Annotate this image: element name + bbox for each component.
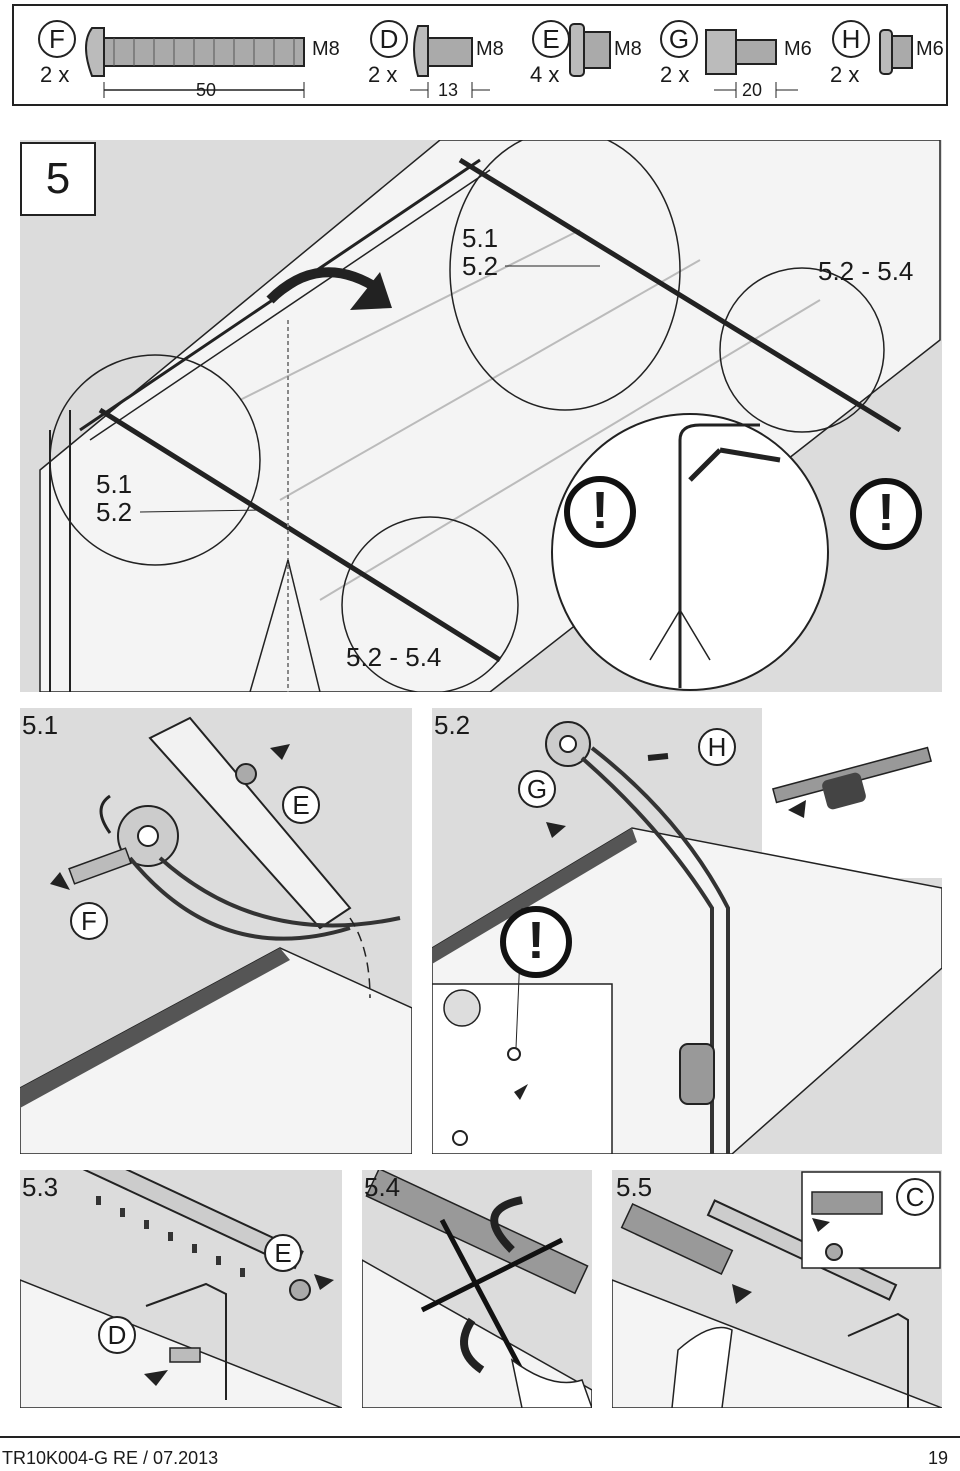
panel-5-3-badge-e: E [264,1234,302,1272]
hardware-length-f: 50 [196,80,217,100]
panel-5-3: 5.3 E D [20,1170,342,1408]
panel-5-4: 5.4 [362,1170,592,1408]
panel-5-5-title: 5.5 [616,1172,653,1202]
hardware-letter-d: D [370,20,408,58]
hardware-qty-e: 4 x [530,62,560,87]
callout-right-label: 5.2 - 5.4 [818,256,914,286]
hardware-qty-g: 2 x [660,62,690,87]
hardware-length-d: 13 [438,80,459,100]
hardware-qty-f: 2 x [40,62,70,87]
hardware-thread-e: M8 [614,38,642,60]
panel-5-1-badge-f: F [70,902,108,940]
hardware-qty-h: 2 x [830,62,860,87]
hardware-thread-g: M6 [784,38,812,60]
step-number: 5 [20,142,96,216]
hardware-strip: F 2 x M8 50 D 2 x M8 13 E 4 x M8 G 2 x M… [12,4,948,106]
callout-left-label: 5.1 5.2 [96,469,133,527]
hardware-thread-f: M8 [312,38,340,60]
warning-icon-right: ! [850,478,922,550]
panel-5-5-badge-c: C [896,1178,934,1216]
panel-5-1-title: 5.1 [22,710,59,740]
overview-panel: 5 5.1 5.2 5.1 5.2 5.2 - 5.4 5.2 - 5.4 ! … [20,140,942,692]
panel-5-5: 5.5 C [612,1170,942,1408]
hardware-qty-d: 2 x [368,62,398,87]
callout-bottom-label: 5.2 - 5.4 [346,642,442,672]
callout-top-label: 5.1 5.2 [462,223,499,281]
panel-5-1: 5.1 E F [20,708,412,1154]
step-number-text: 5 [45,154,71,203]
warning-icon-left: ! [564,476,636,548]
panel-5-2-badge-g: G [518,770,556,808]
hardware-letter-e: E [532,20,570,58]
hardware-thread-d: M8 [476,38,504,60]
page-number: 19 [928,1448,949,1468]
panel-5-2-illustration [432,708,942,1154]
panel-5-2-badge-h: H [698,728,736,766]
panel-5-5-illustration [612,1171,942,1408]
hardware-length-g: 20 [742,80,763,100]
panel-5-2-warning-icon: ! [500,906,572,978]
panel-5-3-illustration [20,1170,342,1408]
panel-5-4-illustration [362,1170,592,1408]
panel-5-1-illustration [20,716,412,1154]
hardware-drawings [85,23,913,98]
panel-5-3-badge-d: D [98,1316,136,1354]
panel-5-2-title: 5.2 [434,710,471,740]
panel-5-1-badge-e: E [282,786,320,824]
footer-rule [0,1436,960,1438]
hardware-letter-g: G [660,20,698,58]
document-code: TR10K004-G RE / 07.2013 [2,1448,219,1468]
hardware-letter-f: F [38,20,76,58]
hardware-letter-h: H [832,20,870,58]
panel-5-3-title: 5.3 [22,1172,59,1202]
hardware-thread-h: M6 [916,38,944,60]
panel-5-4-title: 5.4 [364,1172,401,1202]
panel-5-2: 5.2 G H ! [432,708,942,1154]
overview-illustration [20,140,942,692]
